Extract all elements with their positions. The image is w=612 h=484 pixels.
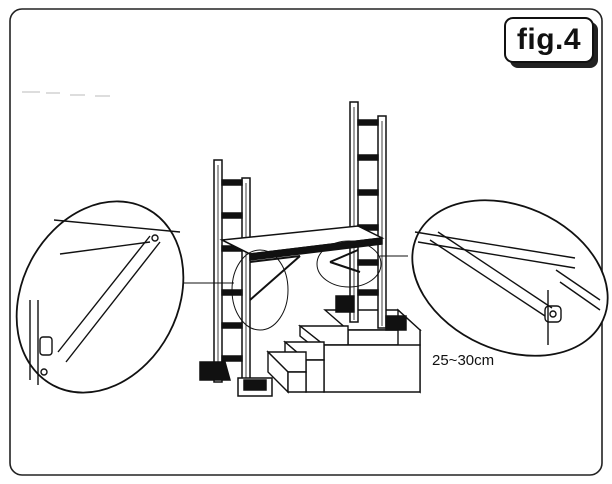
fig-label-box — [504, 17, 594, 63]
braces — [249, 249, 361, 301]
platform — [219, 225, 385, 261]
figure-label: fig.4 — [516, 23, 582, 56]
right-ladder — [335, 101, 407, 331]
step-height-label: 25~30cm — [432, 352, 495, 369]
stairs — [266, 308, 422, 394]
left-detail — [15, 200, 185, 394]
outer-frame — [9, 8, 603, 476]
right-detail — [411, 199, 609, 357]
right-highlight-ellipse — [316, 240, 382, 288]
left-ladder — [199, 159, 273, 397]
left-highlight-ellipse — [231, 249, 289, 331]
faint-marks — [22, 91, 110, 97]
